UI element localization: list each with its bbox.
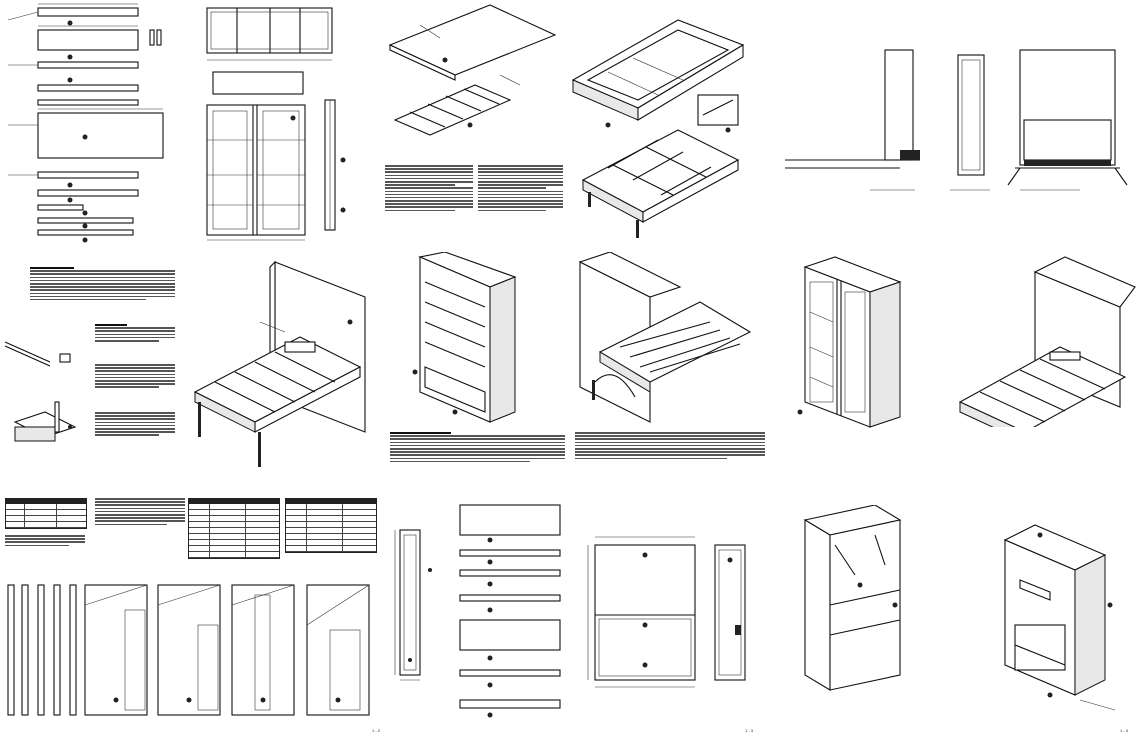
- attach-legs-drawing: [4, 341, 77, 442]
- materials-notes: [95, 498, 185, 527]
- materials-tables-panel: [0, 493, 385, 583]
- carcass-front-panel: [995, 505, 1135, 720]
- bed-frame-3d-panel: [568, 0, 758, 250]
- closed-cabinet-doors-drawing: [797, 256, 902, 428]
- bed-panel-text-right: [478, 165, 563, 213]
- attach-legs-note-2: [95, 364, 175, 390]
- assembling-text-1: [390, 432, 565, 464]
- bed-panel-drawing: [388, 4, 557, 136]
- door-frame-drawing: [206, 7, 346, 241]
- bed-panel-exploded-panel: [380, 0, 565, 250]
- side-sections-panel: [780, 0, 1140, 250]
- footer-mark-1: 1 - 2: [372, 728, 381, 733]
- attach-legs-note-1: [95, 324, 175, 343]
- cut-list-parts-panel: [0, 0, 175, 255]
- carcass-rear-panel: [800, 505, 920, 705]
- case-front-side-drawing: [587, 536, 746, 688]
- open-bed-right-panel: [955, 252, 1140, 472]
- closed-cabinet-front-panel: [385, 252, 570, 492]
- materials-notes-2: [5, 535, 85, 548]
- footer-mark-3: 1 - 4: [1120, 728, 1129, 733]
- half-lowered-bed-drawing: [578, 252, 752, 423]
- materials-table-3: [285, 498, 377, 553]
- side-elevations-drawing: [7, 584, 370, 716]
- bed-panel-text-left: [385, 165, 473, 213]
- materials-table-1: [5, 498, 87, 529]
- half-lowered-bed-panel: [570, 252, 770, 492]
- closed-cabinet-doors-panel: [780, 252, 910, 472]
- cut-list-drawing: [7, 3, 164, 243]
- carcass-rear-drawing: [803, 505, 902, 691]
- side-elevations-panel: [0, 570, 385, 730]
- open-cabinet-bed-drawing: [193, 260, 366, 467]
- cabinet-parts-panel: [455, 500, 575, 730]
- attach-legs-panel: [0, 262, 190, 487]
- side-sections-drawing: [785, 49, 1128, 191]
- attach-legs-text: [30, 267, 175, 302]
- attach-legs-note-3: [95, 412, 175, 438]
- carcass-front-drawing: [1003, 524, 1116, 711]
- cabinet-parts-drawing: [459, 504, 561, 718]
- assembling-text-2: [575, 432, 765, 461]
- footer-mark-2: 1 - 3: [745, 728, 754, 733]
- side-panel-dims-panel: [390, 510, 455, 710]
- materials-table-2: [188, 498, 280, 559]
- side-panel-dims-drawing: [394, 529, 432, 681]
- open-cabinet-bed-panel: [190, 252, 375, 472]
- open-bed-right-drawing: [958, 256, 1136, 427]
- bed-frame-drawing: [571, 19, 745, 238]
- door-frame-panel: [195, 0, 370, 250]
- closed-cabinet-front-drawing: [412, 252, 517, 423]
- case-front-side-panel: [585, 525, 765, 725]
